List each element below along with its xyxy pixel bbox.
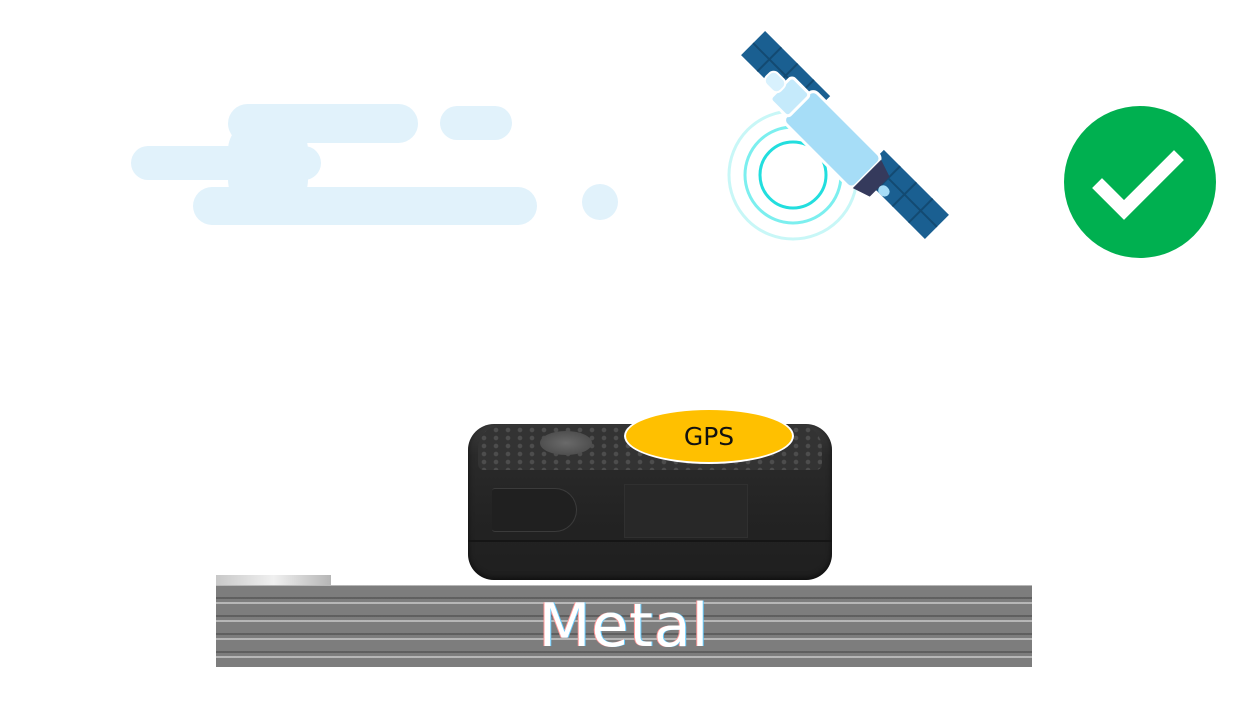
metal-edge — [216, 575, 331, 586]
device-port-cover — [492, 488, 577, 532]
device-seam — [468, 540, 832, 542]
gps-label: GPS — [624, 408, 794, 464]
device-window — [624, 484, 748, 538]
gps-label-text: GPS — [683, 421, 735, 451]
metal-label: Metal — [538, 591, 710, 661]
satellite-icon — [727, 31, 949, 241]
check-circle-icon — [1064, 106, 1216, 258]
cloud-icon — [0, 0, 1252, 260]
device-button — [540, 431, 592, 455]
metal-surface: Metal — [216, 585, 1032, 667]
